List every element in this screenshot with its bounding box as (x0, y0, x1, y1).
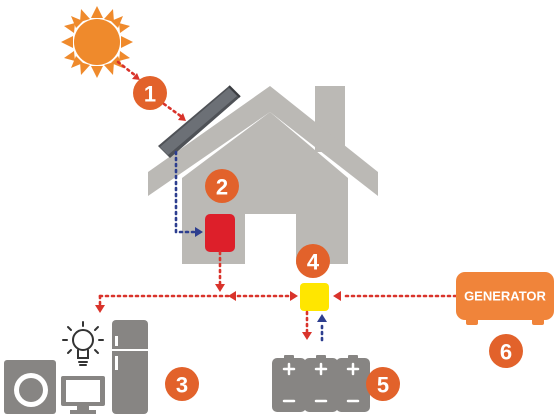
inverter-to-battery-arrow (302, 332, 312, 340)
step-5-badge: 5 (366, 367, 400, 401)
dc-panel-to-controller-arrow (195, 227, 203, 237)
bus-left-arrow (228, 291, 236, 301)
bus-right-arrow (290, 291, 298, 301)
step-4-label: 4 (307, 250, 320, 275)
step-3-badge: 3 (165, 367, 199, 401)
controller-to-bus-arrow (215, 284, 225, 292)
generator-label: GENERATOR (464, 289, 546, 304)
generator-icon: GENERATOR (456, 272, 554, 325)
battery-to-inverter-arrow (317, 314, 327, 322)
step-5-label: 5 (377, 373, 389, 398)
charge-controller-box (205, 214, 235, 252)
appliances-feed-arrow (95, 305, 105, 313)
inverter-box (300, 283, 329, 311)
dc-panel-to-controller-line (174, 150, 198, 234)
step-1-label: 1 (144, 82, 156, 107)
sunlight-to-panel-arrow (162, 102, 184, 119)
fridge-icon (112, 320, 148, 414)
tv-icon (61, 376, 105, 414)
step-2-badge: 2 (205, 169, 239, 203)
step-1-badge: 1 (133, 76, 167, 110)
sunlight-arrow (116, 60, 138, 78)
sun-icon (61, 6, 133, 78)
step-6-badge: 6 (489, 334, 523, 368)
sunlight-to-panel-arrow-head (178, 113, 186, 121)
battery-icon (272, 355, 370, 412)
generator-to-inverter-arrow (333, 291, 341, 301)
solar-panel-icon (158, 85, 241, 158)
step-4-badge: 4 (296, 244, 330, 278)
light-bulb-icon (62, 321, 104, 366)
step-3-label: 3 (176, 373, 188, 398)
sunlight-arrow-head (132, 73, 140, 80)
step-2-label: 2 (216, 175, 228, 200)
washing-machine-icon (4, 360, 56, 414)
house-icon (148, 86, 378, 264)
step-6-label: 6 (500, 340, 512, 365)
